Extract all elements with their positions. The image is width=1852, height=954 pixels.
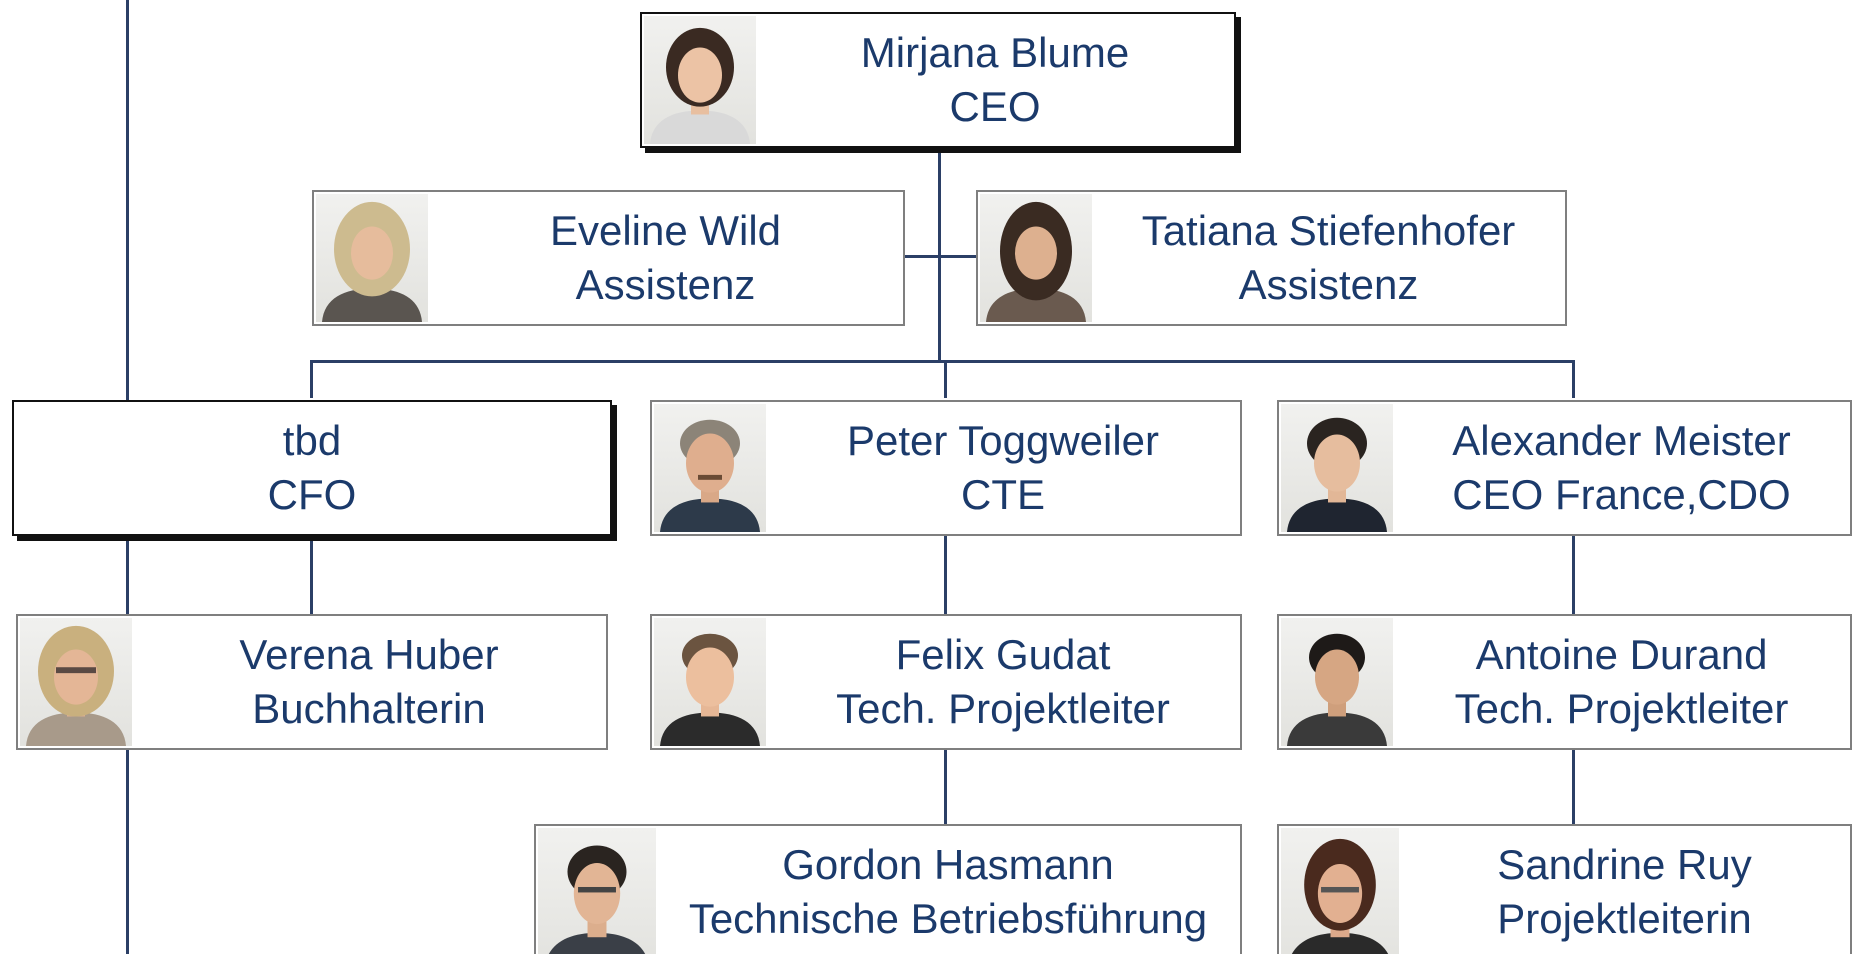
connector-gudat-hasmann bbox=[944, 750, 947, 825]
portrait-photo bbox=[1281, 618, 1393, 746]
portrait-photo bbox=[1281, 404, 1393, 532]
person-card-felix-gudat: Felix Gudat Tech. Projektleiter bbox=[650, 614, 1242, 750]
connector-assistants bbox=[903, 255, 978, 258]
person-name: Alexander Meister bbox=[1452, 417, 1791, 464]
person-name: Peter Toggweiler bbox=[846, 417, 1160, 464]
person-text: tbd CFO bbox=[14, 402, 610, 534]
person-role: CFO bbox=[267, 471, 357, 518]
person-name: Eveline Wild bbox=[549, 207, 782, 254]
person-role: CEO bbox=[949, 83, 1041, 130]
portrait-photo bbox=[654, 618, 766, 746]
person-name: Felix Gudat bbox=[895, 631, 1111, 678]
portrait-photo bbox=[1281, 828, 1399, 954]
connector-cte-drop bbox=[944, 360, 947, 398]
person-name: tbd bbox=[282, 417, 342, 464]
person-role: Projektleiterin bbox=[1497, 895, 1752, 942]
person-name: Antoine Durand bbox=[1475, 631, 1768, 678]
portrait-photo bbox=[980, 194, 1092, 322]
person-name: Verena Huber bbox=[239, 631, 499, 678]
person-text: Tatiana Stiefenhofer Assistenz bbox=[1092, 192, 1565, 324]
person-role: Buchhalterin bbox=[252, 685, 486, 732]
person-text: Felix Gudat Tech. Projektleiter bbox=[766, 616, 1240, 748]
person-card-cfo: tbd CFO bbox=[12, 400, 612, 536]
person-role: Technische Betriebsführung bbox=[688, 895, 1208, 942]
person-role: Tech. Projektleiter bbox=[1454, 685, 1789, 732]
connector-durand-ruy bbox=[1572, 750, 1575, 825]
portrait-photo bbox=[654, 404, 766, 532]
person-text: Antoine Durand Tech. Projektleiter bbox=[1393, 616, 1850, 748]
person-text: Peter Toggweiler CTE bbox=[766, 402, 1240, 534]
person-card-verena-huber: Verena Huber Buchhalterin bbox=[16, 614, 608, 750]
person-name: Sandrine Ruy bbox=[1497, 841, 1752, 888]
person-text: Alexander Meister CEO France,CDO bbox=[1393, 402, 1850, 534]
person-name: Mirjana Blume bbox=[860, 29, 1130, 76]
person-text: Gordon Hasmann Technische Betriebsführun… bbox=[656, 826, 1240, 954]
person-card-peter-toggweiler: Peter Toggweiler CTE bbox=[650, 400, 1242, 536]
person-card-mirjana-blume: Mirjana Blume CEO bbox=[640, 12, 1236, 148]
portrait-photo bbox=[644, 16, 756, 144]
connector-cdo-drop bbox=[1572, 360, 1575, 398]
person-card-alexander-meister: Alexander Meister CEO France,CDO bbox=[1277, 400, 1852, 536]
person-card-antoine-durand: Antoine Durand Tech. Projektleiter bbox=[1277, 614, 1852, 750]
connector-cte-gudat bbox=[944, 536, 947, 614]
connector-level2-bar bbox=[310, 360, 1575, 363]
person-role: Assistenz bbox=[575, 261, 756, 308]
portrait-photo bbox=[20, 618, 132, 746]
person-name: Gordon Hasmann bbox=[782, 841, 1114, 888]
person-text: Mirjana Blume CEO bbox=[756, 14, 1234, 146]
person-name: Tatiana Stiefenhofer bbox=[1141, 207, 1516, 254]
person-role: CEO France,CDO bbox=[1452, 471, 1791, 518]
connector-cfo-huber bbox=[310, 540, 313, 614]
person-role: Tech. Projektleiter bbox=[836, 685, 1170, 732]
connector-cdo-durand bbox=[1572, 536, 1575, 614]
person-card-eveline-wild: Eveline Wild Assistenz bbox=[312, 190, 905, 326]
person-text: Sandrine Ruy Projektleiterin bbox=[1399, 826, 1850, 954]
person-card-tatiana-stiefenhofer: Tatiana Stiefenhofer Assistenz bbox=[976, 190, 1567, 326]
person-card-gordon-hasmann: Gordon Hasmann Technische Betriebsführun… bbox=[534, 824, 1242, 954]
portrait-photo bbox=[316, 194, 428, 322]
person-text: Verena Huber Buchhalterin bbox=[132, 616, 606, 748]
person-role: CTE bbox=[961, 471, 1045, 518]
person-role: Assistenz bbox=[1238, 261, 1419, 308]
portrait-photo bbox=[538, 828, 656, 954]
person-card-sandrine-ruy: Sandrine Ruy Projektleiterin bbox=[1277, 824, 1852, 954]
person-text: Eveline Wild Assistenz bbox=[428, 192, 903, 324]
connector-cfo-drop bbox=[310, 360, 313, 398]
